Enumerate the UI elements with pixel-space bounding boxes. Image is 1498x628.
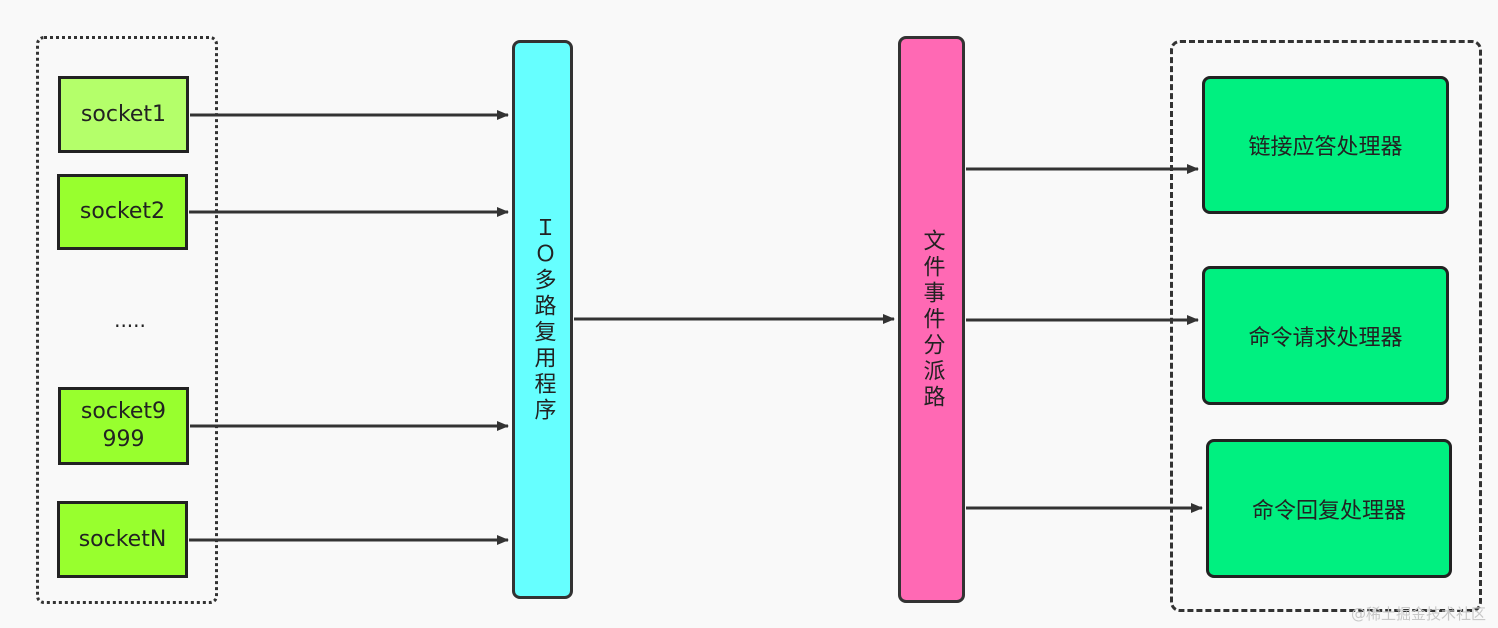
socket-n-label: socketN: [78, 526, 167, 552]
socket-1-label: socket1: [80, 101, 167, 127]
accept-handler: 链接应答处理器: [1202, 76, 1449, 214]
watermark: @稀土掘金技术社区: [1350, 605, 1486, 623]
reply-handler-label: 命令回复处理器: [1251, 498, 1406, 524]
file-event-dispatcher-label: 文件事件分派路: [919, 228, 945, 411]
reply-handler: 命令回复处理器: [1206, 439, 1452, 578]
socket-9999-box: socket9 999: [58, 387, 189, 465]
socket-2-box: socket2: [57, 174, 188, 250]
io-multiplexer: ＩＯ多路复用程序: [512, 40, 573, 599]
socket-1-box: socket1: [58, 76, 189, 153]
handler-group: [1170, 40, 1482, 612]
socket-ellipsis: .....: [114, 308, 146, 332]
socket-n-box: socketN: [57, 501, 188, 578]
file-event-dispatcher: 文件事件分派路: [898, 36, 965, 603]
io-multiplexer-label: ＩＯ多路复用程序: [530, 215, 556, 424]
request-handler-label: 命令请求处理器: [1248, 325, 1403, 351]
accept-handler-label: 链接应答处理器: [1248, 135, 1403, 160]
socket-9999-label: socket9 999: [80, 399, 167, 452]
request-handler: 命令请求处理器: [1202, 266, 1449, 405]
socket-2-label: socket2: [79, 199, 166, 224]
socket-group: [36, 36, 218, 604]
